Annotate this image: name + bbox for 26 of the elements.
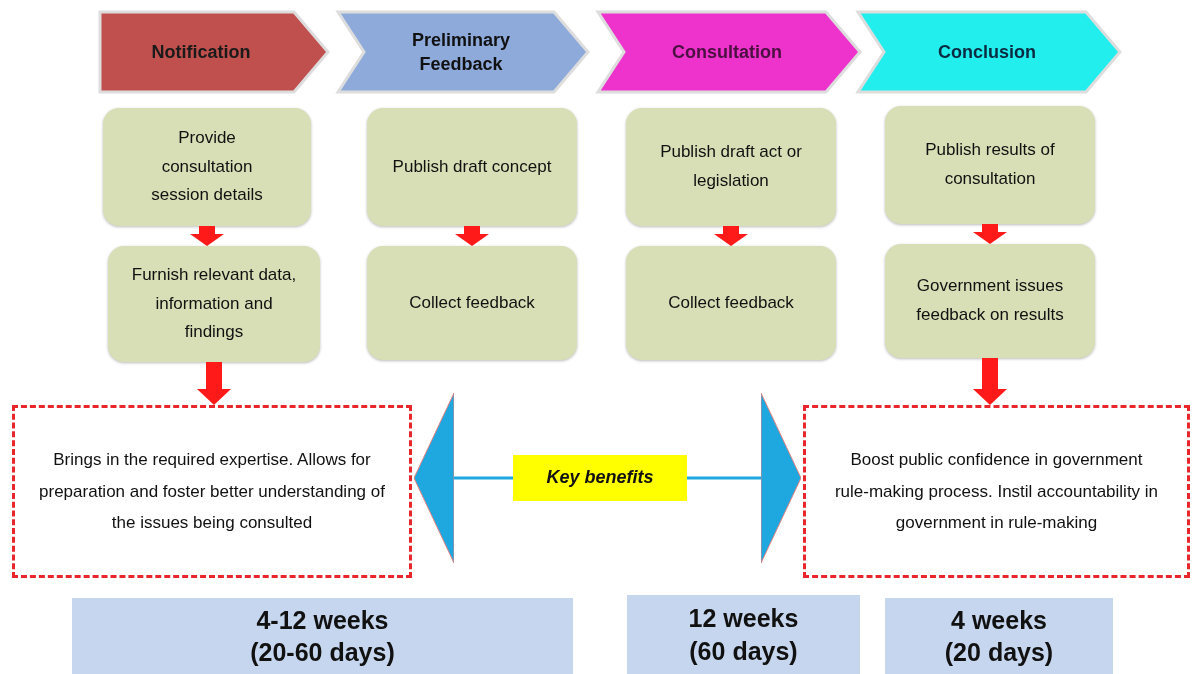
arrow (413, 392, 513, 564)
stage-banner: Conclusion (858, 12, 1120, 92)
process-box: Government issues feedback on results (885, 244, 1095, 358)
stage-banner: Notification (100, 12, 328, 92)
stage-banner: Preliminary Feedback (338, 12, 588, 92)
process-box: Collect feedback (367, 246, 577, 360)
arrow (455, 226, 489, 246)
process-box: Furnish relevant data, information and findings (108, 246, 320, 362)
benefits-box: Boost public confidence in government rule-making process. Instil accountability in government in rule-making (803, 405, 1190, 578)
arrow (687, 392, 802, 564)
stage-banner: Consultation (598, 12, 860, 92)
process-box: Publish draft act or legislation (626, 108, 836, 226)
arrow (973, 224, 1007, 244)
arrow (190, 226, 224, 246)
arrow (973, 358, 1007, 405)
duration-box: 12 weeks (60 days) (627, 595, 860, 674)
benefits-box: Brings in the required expertise. Allows for preparation and foster better understanding of the issues being consulted (12, 405, 412, 578)
duration-box: 4 weeks (20 days) (885, 598, 1113, 674)
process-box: Collect feedback (626, 246, 836, 360)
process-box: Publish draft concept (367, 108, 577, 226)
arrow (197, 362, 231, 405)
process-box: Publish results of consultation (885, 106, 1095, 224)
key-benefits-box: Key benefits (513, 455, 687, 501)
arrow (714, 226, 748, 246)
duration-box: 4-12 weeks (20-60 days) (72, 598, 573, 674)
process-box: Provide consultation session details (103, 108, 311, 226)
